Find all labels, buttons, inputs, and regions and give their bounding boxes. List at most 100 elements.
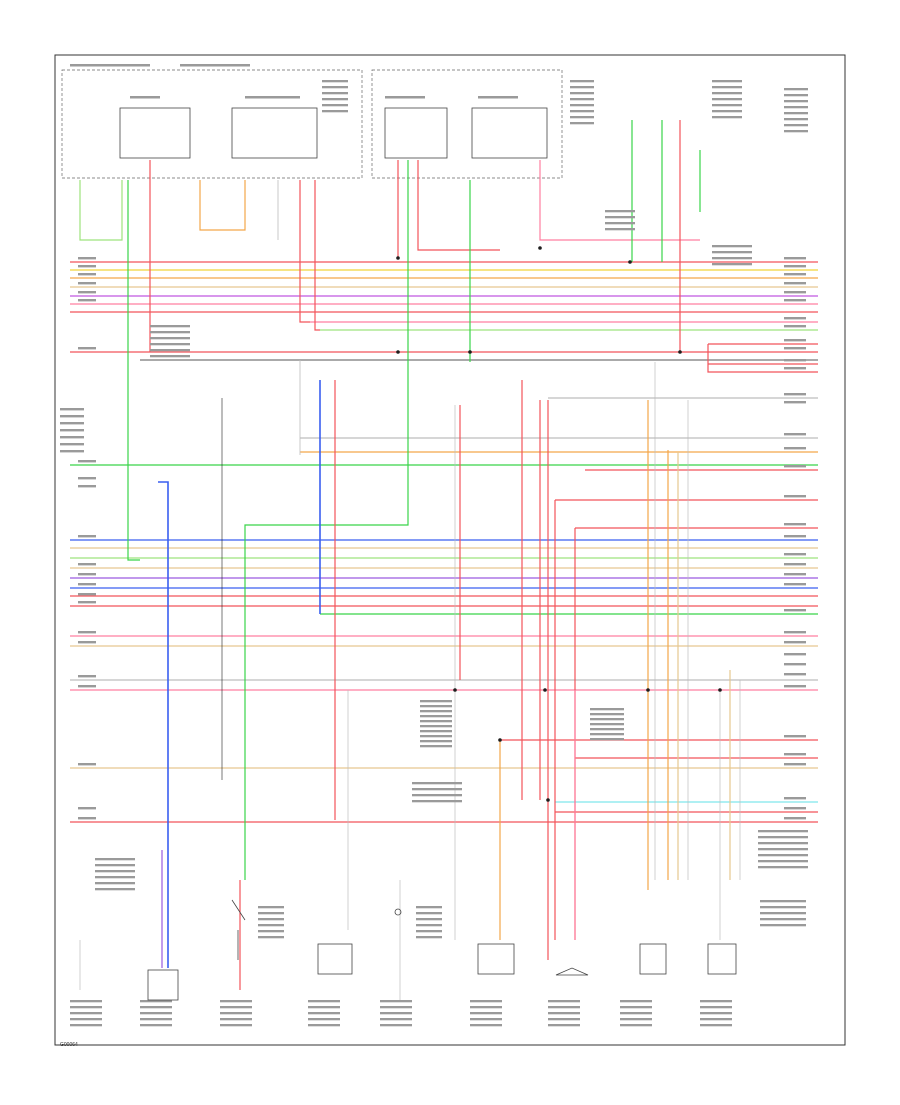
- caption: [590, 718, 624, 721]
- caption: [258, 906, 284, 909]
- relay-wire: [539, 160, 700, 241]
- component-caption: [700, 1024, 732, 1027]
- pin-label: [78, 817, 96, 820]
- figure-code: G00064: [60, 1042, 78, 1048]
- pin-label: [784, 291, 806, 294]
- pin-label: [78, 477, 96, 480]
- caption: [420, 710, 452, 713]
- camshaft-position-sensor: [477, 943, 515, 975]
- splice-point: [628, 260, 632, 264]
- splice-point: [396, 350, 400, 354]
- pin-label: [784, 433, 806, 436]
- fuel-relay-box-3: [471, 107, 548, 159]
- caption: [590, 713, 624, 716]
- caption: [712, 251, 752, 254]
- caption: [420, 705, 452, 708]
- caption: [758, 866, 808, 869]
- caption: [416, 930, 442, 933]
- caption: [784, 94, 808, 97]
- component-caption: [620, 1012, 652, 1015]
- iat-sensor: [555, 967, 589, 976]
- caption: [95, 876, 135, 879]
- ground-terminal: [394, 908, 402, 916]
- splice-point: [543, 688, 547, 692]
- relay-wire: [244, 160, 409, 880]
- caption: [60, 422, 84, 425]
- throttle-position-sensor: [707, 943, 737, 975]
- caption: [758, 848, 808, 851]
- component-caption: [700, 1000, 732, 1003]
- caption: [758, 854, 808, 857]
- caption: [416, 918, 442, 921]
- pin-label: [78, 347, 96, 350]
- pin-label: [784, 735, 806, 738]
- component-caption: [470, 1006, 502, 1009]
- caption: [412, 782, 462, 785]
- caption: [712, 92, 742, 95]
- caption: [150, 355, 190, 358]
- caption: [712, 245, 752, 248]
- pin-label: [78, 593, 96, 596]
- caption: [245, 96, 300, 99]
- caption: [420, 725, 452, 728]
- caption: [570, 86, 594, 89]
- caption: [416, 924, 442, 927]
- caption: [605, 228, 635, 231]
- bus-wire: [707, 344, 818, 373]
- wire-layer: [70, 120, 818, 1000]
- caption: [70, 64, 150, 67]
- component-caption: [220, 1018, 252, 1021]
- component-caption: [308, 1018, 340, 1021]
- caption: [570, 92, 594, 95]
- fuel-relay-box-2: [384, 107, 448, 159]
- pin-label: [78, 291, 96, 294]
- relay-wire: [199, 180, 246, 231]
- component-caption: [140, 1012, 172, 1015]
- vehicle-speed-sensor: [147, 969, 179, 1001]
- pin-label: [78, 583, 96, 586]
- pin-label: [784, 273, 806, 276]
- pin-label: [784, 553, 806, 556]
- caption: [590, 728, 624, 731]
- pin-label: [784, 685, 806, 688]
- pin-label: [784, 653, 806, 656]
- caption: [95, 888, 135, 891]
- caption: [258, 912, 284, 915]
- caption: [784, 88, 808, 91]
- component-caption: [470, 1000, 502, 1003]
- splice-point: [678, 350, 682, 354]
- caption: [712, 80, 742, 83]
- splice-point: [718, 688, 722, 692]
- switch-contact: [231, 899, 246, 960]
- pin-label: [784, 535, 806, 538]
- pin-label: [784, 347, 806, 350]
- component-caption: [380, 1024, 412, 1027]
- pin-label: [784, 817, 806, 820]
- caption: [416, 906, 442, 909]
- knock-sensor: [317, 943, 353, 975]
- pin-label: [784, 631, 806, 634]
- component-caption: [140, 1018, 172, 1021]
- pin-label: [78, 485, 96, 488]
- pin-label: [78, 299, 96, 302]
- splice-point: [646, 688, 650, 692]
- egr-vacuum-regulator: [639, 943, 667, 975]
- pin-label: [784, 447, 806, 450]
- pin-label: [784, 807, 806, 810]
- component-caption: [700, 1012, 732, 1015]
- caption: [258, 936, 284, 939]
- caption: [420, 735, 452, 738]
- pin-label: [78, 460, 96, 463]
- caption: [60, 429, 84, 432]
- caption: [420, 715, 452, 718]
- component-caption: [380, 1006, 412, 1009]
- component-caption: [548, 1006, 580, 1009]
- caption: [150, 331, 190, 334]
- component-caption: [620, 1018, 652, 1021]
- caption: [760, 924, 806, 927]
- component-caption: [140, 1000, 172, 1003]
- pin-label: [784, 573, 806, 576]
- pin-label: [784, 663, 806, 666]
